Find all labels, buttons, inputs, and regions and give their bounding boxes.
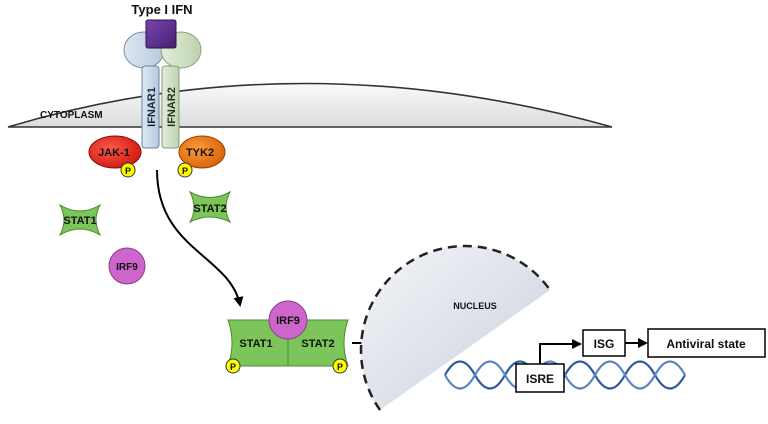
nuclear-envelope	[359, 244, 552, 411]
complex-stat1-phospho	[225, 358, 241, 374]
isre-label: ISRE	[526, 372, 554, 386]
type-i-ifn-ligand	[145, 19, 177, 49]
irf9-free-label: IRF9	[116, 262, 138, 273]
antiviral-state-box	[647, 328, 766, 358]
irf9-free-protein	[108, 247, 146, 285]
nucleus-label: NUCLEUS	[453, 301, 497, 311]
activation-arrow	[156, 169, 244, 307]
stat1-free-protein	[58, 203, 102, 237]
tyk2-kinase	[178, 135, 226, 169]
jak-1-phospho-label: P	[125, 166, 131, 176]
jak-1-phospho	[120, 162, 136, 178]
isg-label: ISG	[594, 337, 615, 351]
complex-stat1-label: STAT1	[239, 338, 272, 350]
stat2-free-protein	[188, 190, 232, 224]
jak-1-label: JAK-1	[98, 147, 130, 159]
complex-stat2-phospho-label: P	[337, 362, 343, 372]
cytoplasm-label: CYTOPLASM	[40, 110, 103, 121]
tyk2-label: TYK2	[186, 147, 214, 159]
nucleus	[360, 246, 550, 410]
isg-box	[582, 329, 626, 357]
complex-stat1-phospho-label: P	[230, 362, 236, 372]
complex-stat2-phospho	[332, 358, 348, 374]
ifnar1-label: IFNAR1	[146, 87, 158, 127]
ifnar2-chain	[161, 65, 180, 149]
ifnar2-label: IFNAR2	[166, 87, 178, 127]
type-i-ifn-label: Type I IFN	[131, 2, 192, 17]
jak-1-kinase	[88, 135, 142, 169]
complex-stat2-label: STAT2	[301, 338, 334, 350]
tyk2-phospho-label: P	[182, 166, 188, 176]
antiviral-state-label: Antiviral state	[666, 337, 746, 351]
tyk2-phospho	[177, 162, 193, 178]
complex-irf9	[268, 300, 308, 340]
stat2-free-label: STAT2	[193, 203, 226, 215]
dna-strand-2	[444, 360, 686, 390]
isre-box	[515, 363, 565, 393]
ifnar1-chain	[141, 65, 160, 149]
complex-irf9-label: IRF9	[276, 315, 300, 327]
stat1-free-label: STAT1	[63, 215, 96, 227]
isre-to-isg-arrow	[539, 339, 582, 364]
